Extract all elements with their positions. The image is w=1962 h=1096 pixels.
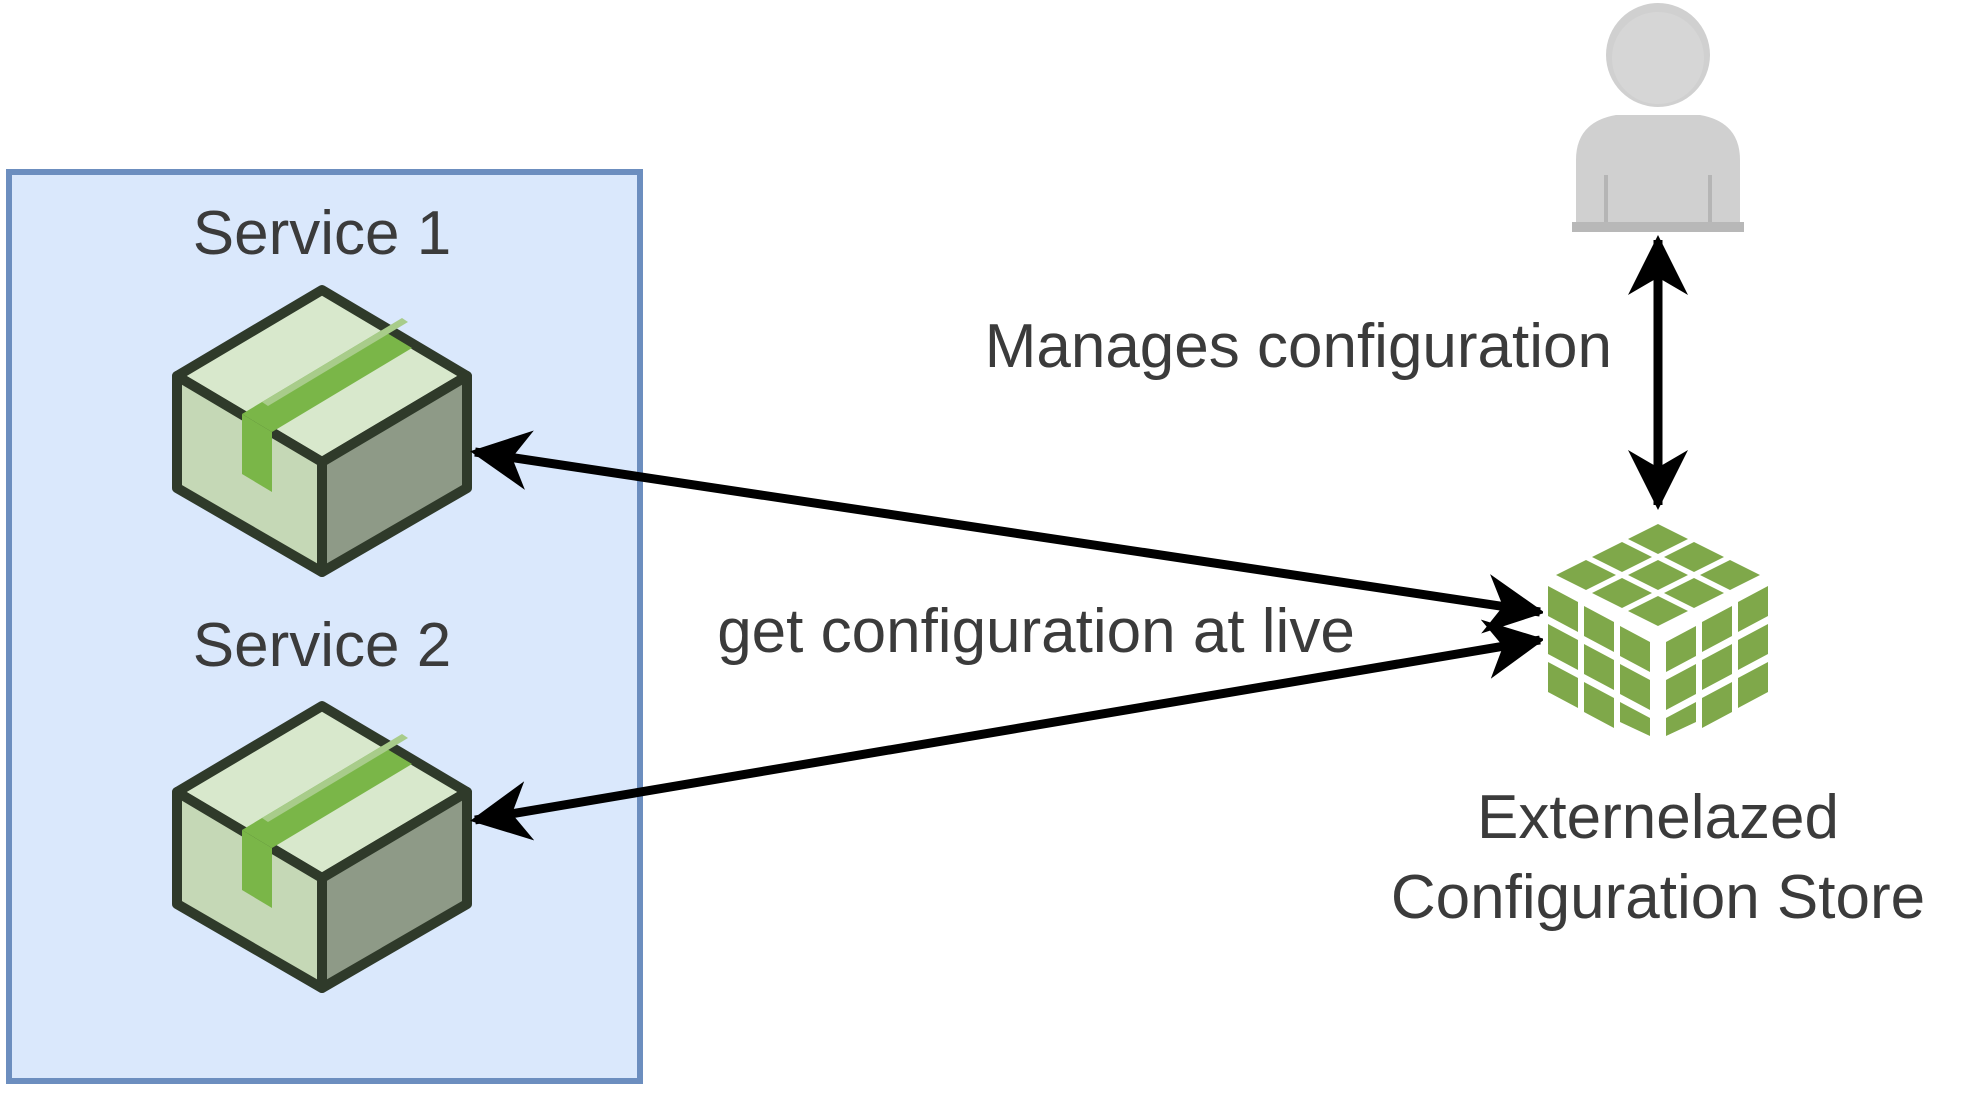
edge-label-manages-configuration: Manages configuration	[985, 312, 1612, 381]
edge-label-get-configuration: get configuration at live	[717, 597, 1355, 666]
service-2-label: Service 2	[193, 611, 451, 680]
configuration-store-cube-icon[interactable]	[1543, 516, 1773, 740]
configuration-store-label-line-1: Externelazed	[1477, 783, 1839, 852]
arrow-service-2-to-store[interactable]	[470, 619, 1545, 841]
user-icon[interactable]	[1572, 3, 1744, 232]
service-2-box-icon[interactable]	[172, 701, 472, 993]
service-1-label: Service 1	[193, 199, 451, 268]
configuration-store-label-line-2: Configuration Store	[1391, 863, 1925, 932]
service-1-box-icon[interactable]	[172, 285, 472, 577]
arrow-service-1-to-store[interactable]	[470, 430, 1545, 634]
